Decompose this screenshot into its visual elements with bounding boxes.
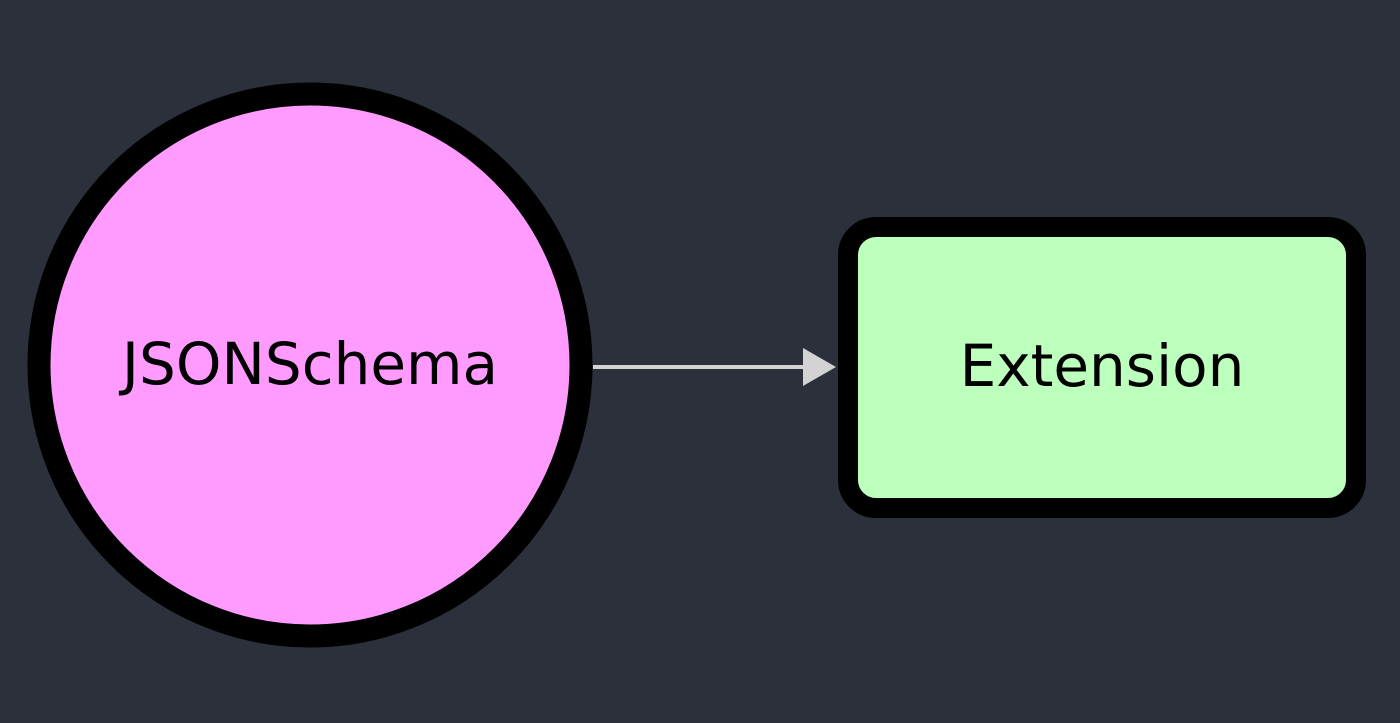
node-jsonschema-label: JSONSchema bbox=[119, 330, 498, 398]
edge-arrowhead-icon bbox=[803, 348, 836, 386]
node-jsonschema[interactable]: JSONSchema bbox=[27, 82, 593, 648]
node-extension-shape bbox=[838, 217, 1366, 518]
node-jsonschema-shape bbox=[27, 82, 593, 648]
edge-jsonschema-to-extension[interactable] bbox=[593, 348, 836, 386]
node-extension[interactable]: Extension bbox=[838, 217, 1366, 518]
node-extension-label: Extension bbox=[960, 332, 1245, 400]
